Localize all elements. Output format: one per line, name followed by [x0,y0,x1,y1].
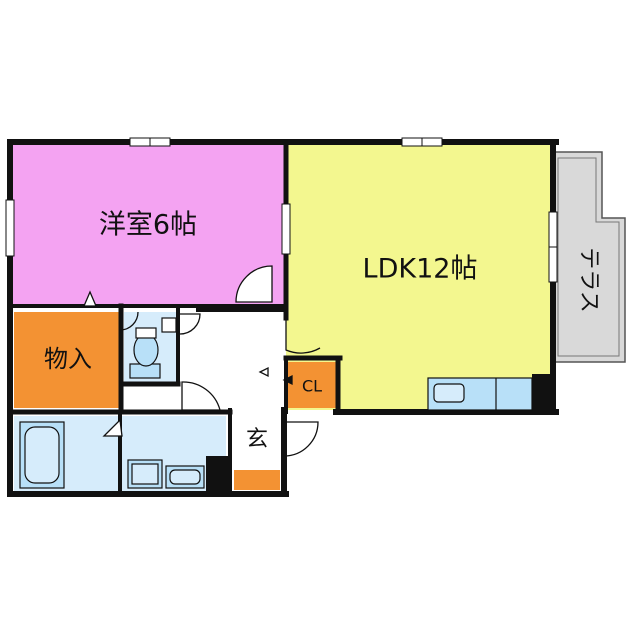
storage-label: 物入 [44,345,92,373]
ldk-label: LDK12帖 [363,254,478,285]
windows [5,137,558,283]
entrance-area [232,414,282,466]
kitchen-counter [427,377,533,411]
wall-block-entrance [206,456,232,494]
terrace-label: テラス [576,247,601,313]
western-room [12,144,284,304]
sink-fixture [127,459,205,489]
entrance-step [234,470,280,490]
terrace-inner-outline [557,157,620,357]
closet-room [288,362,336,408]
toilet-fixture [129,317,177,379]
bathtub-fixture [19,421,65,489]
closet-label: CL [302,377,322,396]
wall-block-ldk-corner [532,374,554,412]
storage-room [14,312,120,408]
wall-block-hall [196,304,288,312]
doors [83,265,321,457]
western-room-label: 洋室6帖 [99,210,197,241]
entrance-label: 玄 [246,427,268,452]
